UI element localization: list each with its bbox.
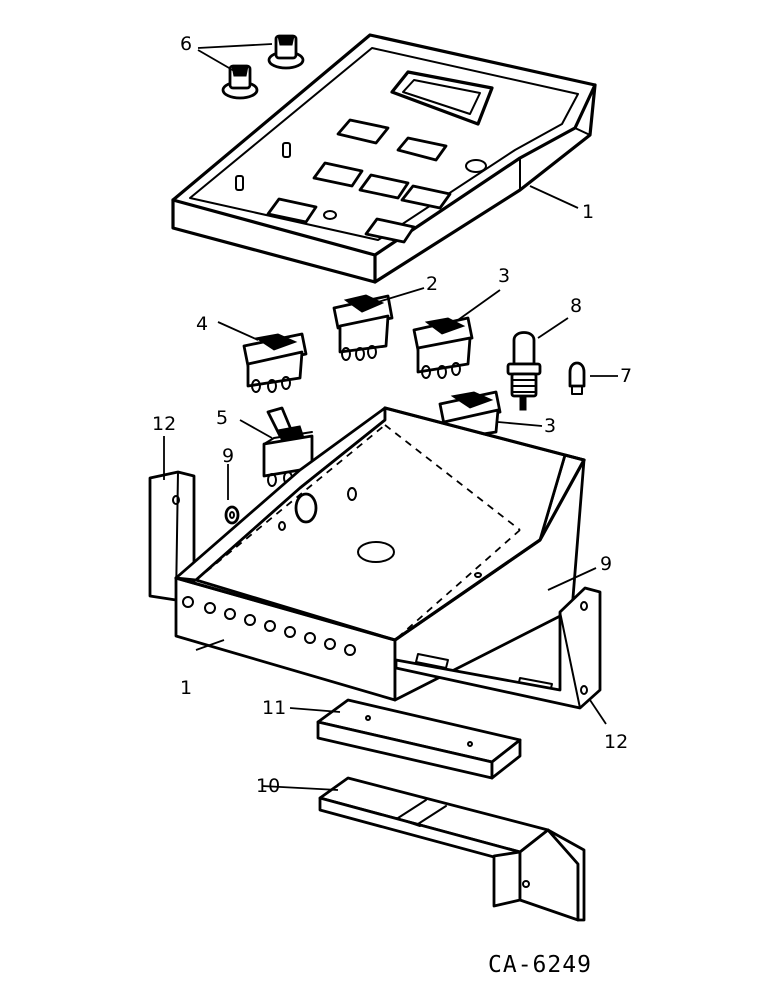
part-6-knob-left <box>221 64 259 100</box>
part-7-bulb <box>568 361 586 395</box>
callout-1-top: 1 <box>582 201 594 223</box>
part-12-bracket-right <box>394 586 602 710</box>
part-6-knob-right <box>267 34 305 70</box>
part-9-washer-left <box>224 505 240 525</box>
connector-sockets <box>182 596 356 656</box>
leader-lines <box>163 43 618 791</box>
callout-7: 7 <box>620 365 632 387</box>
callout-labels: 6 1 2 3 8 4 7 5 3 12 9 9 1 12 11 10 <box>152 33 632 797</box>
callout-2: 2 <box>426 273 438 295</box>
callout-12-left: 12 <box>152 413 176 435</box>
callout-1-bottom: 1 <box>180 677 192 699</box>
part-1-top-panel <box>171 33 597 284</box>
callout-4: 4 <box>196 313 208 335</box>
callout-3-upper: 3 <box>498 265 510 287</box>
callout-9-left: 9 <box>222 445 234 467</box>
callout-3-lower: 3 <box>544 415 556 437</box>
callout-9-right: 9 <box>600 553 612 575</box>
part-1-lower-housing <box>174 406 586 702</box>
callout-12-right: 12 <box>604 731 628 753</box>
part-2-rocker-switch <box>332 294 394 361</box>
part-4-rocker-switch <box>242 332 308 393</box>
callout-6: 6 <box>180 33 192 55</box>
part-3-rocker-switch-upper <box>412 316 474 379</box>
part-10-mounting-bracket <box>318 776 586 922</box>
part-5-toggle-switch <box>262 406 314 487</box>
callout-5: 5 <box>216 407 228 429</box>
part-8-indicator-lamp <box>506 331 542 411</box>
callout-8: 8 <box>570 295 582 317</box>
part-11-plate <box>316 698 522 780</box>
figure-code: CA-6249 <box>488 952 592 978</box>
callout-10: 10 <box>256 775 280 797</box>
callout-11: 11 <box>262 697 286 719</box>
